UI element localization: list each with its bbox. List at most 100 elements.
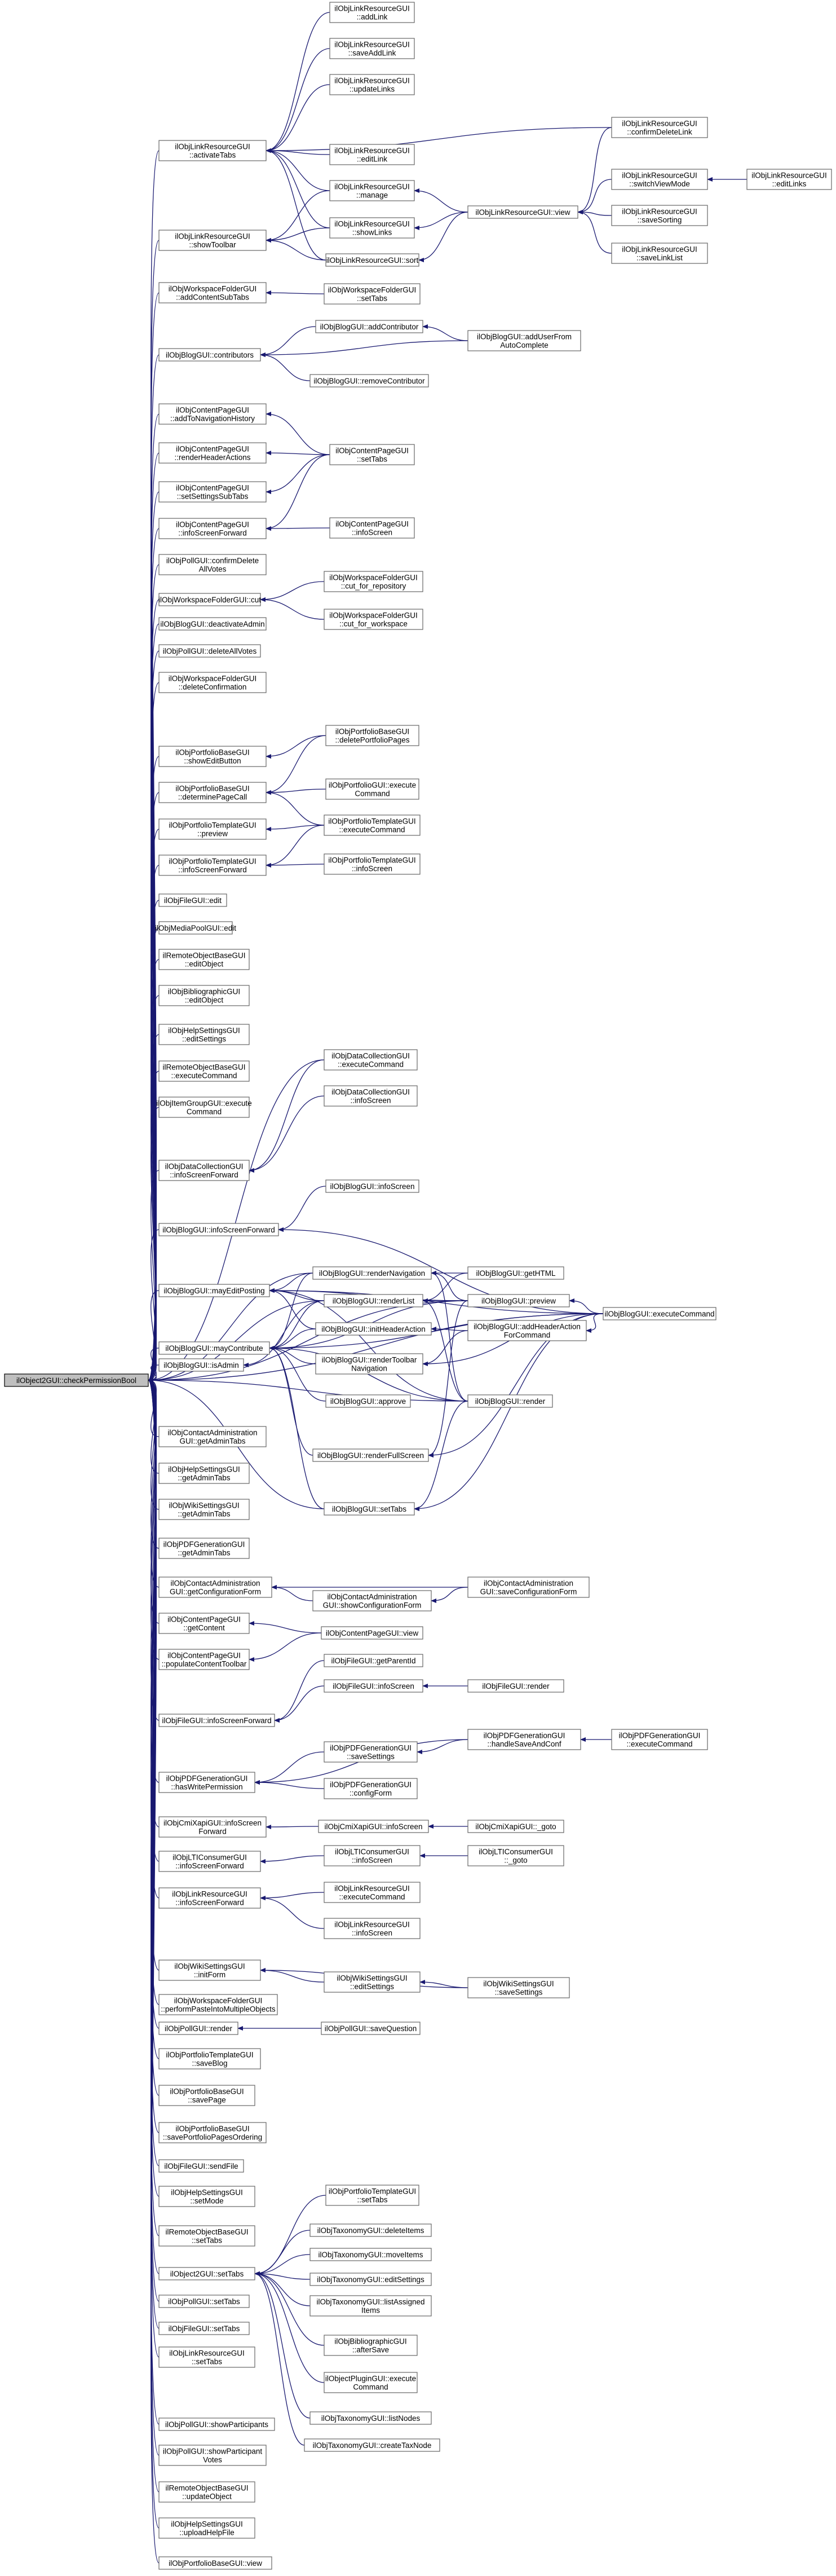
graph-node[interactable]: ilObjLinkResourceGUI::view xyxy=(467,205,578,219)
graph-node[interactable]: ilObjPortfolioBaseGUI::determinePageCall xyxy=(158,782,267,803)
graph-node[interactable]: ilObjBibliographicGUI::afterSave xyxy=(324,2335,418,2356)
graph-node[interactable]: ilObjWorkspaceFolderGUI::addContentSubTa… xyxy=(158,282,267,303)
graph-node[interactable]: ilObjPortfolioTemplateGUI::executeComman… xyxy=(324,814,421,836)
graph-node[interactable]: ilObjLinkResourceGUI::saveLinkList xyxy=(611,243,708,264)
graph-node[interactable]: ilRemoteObjectBaseGUI::editObject xyxy=(158,949,250,970)
graph-node[interactable]: ilObjWikiSettingsGUI::getAdminTabs xyxy=(158,1499,250,1520)
graph-node[interactable]: ilObjPortfolioTemplateGUI::preview xyxy=(158,818,267,840)
graph-node[interactable]: ilObjPDFGenerationGUI::saveSettings xyxy=(324,1741,418,1763)
root-node[interactable]: ilObject2GUI::checkPermissionBool xyxy=(4,1373,149,1387)
graph-node[interactable]: ilObjHelpSettingsGUI::setMode xyxy=(158,2186,255,2207)
graph-node[interactable]: ilObjTaxonomyGUI::moveItems xyxy=(309,2248,432,2261)
graph-node[interactable]: ilObjBlogGUI::renderList xyxy=(324,1294,423,1307)
graph-node[interactable]: ilObjWorkspaceFolderGUI::cut_for_reposit… xyxy=(324,571,423,592)
graph-node[interactable]: ilObjBlogGUI::isAdmin xyxy=(158,1358,244,1372)
graph-node[interactable]: ilObjContentPageGUI::setTabs xyxy=(329,444,415,465)
graph-node[interactable]: ilObjPortfolioTemplateGUI::setTabs xyxy=(325,2185,419,2206)
graph-node[interactable]: ilObjContactAdministrationGUI::showConfi… xyxy=(312,1590,432,1611)
graph-node[interactable]: ilObjBlogGUI::contributors xyxy=(158,348,261,362)
graph-node[interactable]: ilObjContentPageGUI::addToNavigationHist… xyxy=(158,403,267,425)
graph-node[interactable]: ilObjPDFGenerationGUI::configForm xyxy=(324,1778,418,1799)
graph-node[interactable]: ilObjTaxonomyGUI::deleteItems xyxy=(309,2223,432,2237)
graph-node[interactable]: ilObjPortfolioGUI::executeCommand xyxy=(325,778,419,800)
graph-node[interactable]: ilObjWikiSettingsGUI::initForm xyxy=(158,1959,261,1981)
graph-node[interactable]: ilObjLinkResourceGUI::switchViewMode xyxy=(611,169,708,190)
graph-node[interactable]: ilObjLTIConsumerGUI::infoScreenForward xyxy=(158,1851,261,1872)
graph-node[interactable]: ilObjPortfolioTemplateGUI::saveBlog xyxy=(158,2048,261,2069)
graph-node[interactable]: ilObjTaxonomyGUI::listNodes xyxy=(309,2411,432,2425)
graph-node[interactable]: ilObjBlogGUI::renderNavigation xyxy=(312,1266,432,1280)
graph-node[interactable]: ilObjCmiXapiGUI::infoScreenForward xyxy=(158,1816,267,1838)
graph-node[interactable]: ilObjMediaPoolGUI::edit xyxy=(155,921,236,935)
graph-node[interactable]: ilObjContentPageGUI::infoScreen xyxy=(329,517,415,539)
graph-node[interactable]: ilObjFileGUI::getParentId xyxy=(324,1654,423,1667)
graph-node[interactable]: ilObjContentPageGUI::getContent xyxy=(158,1613,250,1634)
graph-node[interactable]: ilObjContentPageGUI::infoScreenForward xyxy=(158,518,267,539)
graph-node[interactable]: ilObjLinkResourceGUI::addLink xyxy=(329,2,415,23)
graph-node[interactable]: ilObjPortfolioBaseGUI::savePage xyxy=(158,2085,255,2106)
graph-node[interactable]: ilObjHelpSettingsGUI::getAdminTabs xyxy=(158,1463,250,1484)
graph-node[interactable]: ilObjFileGUI::edit xyxy=(158,893,227,907)
graph-node[interactable]: ilObjBlogGUI::render xyxy=(467,1394,553,1408)
graph-node[interactable]: ilObjFileGUI::setTabs xyxy=(158,2322,250,2335)
graph-node[interactable]: ilObjLinkResourceGUI::confirmDeleteLink xyxy=(611,117,708,138)
graph-node[interactable]: ilObjBlogGUI::renderFullScreen xyxy=(312,1448,429,1462)
graph-node[interactable]: ilObjWikiSettingsGUI::saveSettings xyxy=(467,1977,570,1998)
graph-node[interactable]: ilObjContentPageGUI::setSettingsSubTabs xyxy=(158,481,267,503)
graph-node[interactable]: ilObjDataCollectionGUI::executeCommand xyxy=(324,1049,418,1071)
graph-node[interactable]: ilObjWorkspaceFolderGUI::cut xyxy=(158,593,261,606)
graph-node[interactable]: ilObjCmiXapiGUI::infoScreen xyxy=(318,1820,429,1833)
graph-node[interactable]: ilObjWorkspaceFolderGUI::deleteConfirmat… xyxy=(158,672,267,693)
graph-node[interactable]: ilObjLTIConsumerGUI::infoScreen xyxy=(324,1845,421,1866)
graph-node[interactable]: ilObjLinkResourceGUI::setTabs xyxy=(158,2346,255,2368)
graph-node[interactable]: ilObjFileGUI::sendFile xyxy=(158,2159,244,2173)
graph-node[interactable]: ilObjLTIConsumerGUI::_goto xyxy=(467,1845,564,1866)
graph-node[interactable]: ilObjBlogGUI::preview xyxy=(467,1294,570,1307)
graph-node[interactable]: ilObjPortfolioBaseGUI::showEditButton xyxy=(158,746,267,767)
graph-node[interactable]: ilObjLinkResourceGUI::infoScreen xyxy=(324,1918,421,1939)
graph-node[interactable]: ilObjBlogGUI::deactivateAdmin xyxy=(158,617,267,631)
graph-node[interactable]: ilObjPDFGenerationGUI::getAdminTabs xyxy=(158,1538,250,1559)
graph-node[interactable]: ilObjLinkResourceGUI::showToolbar xyxy=(158,230,267,251)
graph-node[interactable]: ilObjBlogGUI::infoScreen xyxy=(325,1179,419,1193)
graph-node[interactable]: ilObjBlogGUI::approve xyxy=(325,1394,411,1408)
graph-node[interactable]: ilObjTaxonomyGUI::editSettings xyxy=(309,2273,432,2286)
graph-node[interactable]: ilObjPortfolioTemplateGUI::infoScreenFor… xyxy=(158,855,267,876)
graph-node[interactable]: ilObjFileGUI::render xyxy=(467,1679,564,1693)
graph-node[interactable]: ilObjectPluginGUI::executeCommand xyxy=(324,2372,418,2393)
graph-node[interactable]: ilRemoteObjectBaseGUI::executeCommand xyxy=(158,1060,250,1082)
graph-node[interactable]: ilObjPDFGenerationGUI::handleSaveAndConf xyxy=(467,1729,581,1750)
graph-node[interactable]: ilObjContactAdministrationGUI::getConfig… xyxy=(158,1577,272,1598)
graph-node[interactable]: ilObjLinkResourceGUI::sort xyxy=(325,253,419,267)
graph-node[interactable]: ilObjPollGUI::saveQuestion xyxy=(321,2022,421,2035)
graph-node[interactable]: ilObjWikiSettingsGUI::editSettings xyxy=(324,1971,421,1993)
graph-node[interactable]: ilObjWorkspaceFolderGUI::performPasteInt… xyxy=(158,1994,278,2015)
graph-node[interactable]: ilObjPollGUI::render xyxy=(158,2022,238,2035)
graph-node[interactable]: ilObjBlogGUI::initHeaderAction xyxy=(315,1322,432,1336)
graph-node[interactable]: ilObjPollGUI::setTabs xyxy=(158,2295,250,2308)
graph-node[interactable]: ilObjHelpSettingsGUI::editSettings xyxy=(158,1024,250,1045)
graph-node[interactable]: ilObjLinkResourceGUI::manage xyxy=(329,180,415,201)
graph-node[interactable]: ilObjLinkResourceGUI::updateLinks xyxy=(329,74,415,95)
graph-node[interactable]: ilObjTaxonomyGUI::createTaxNode xyxy=(304,2438,440,2452)
graph-node[interactable]: ilObjLinkResourceGUI::editLinks xyxy=(746,169,832,190)
graph-node[interactable]: ilObjDataCollectionGUI::infoScreen xyxy=(324,1085,418,1107)
graph-node[interactable]: ilObjPollGUI::deleteAllVotes xyxy=(158,644,261,658)
graph-node[interactable]: ilObjContentPageGUI::populateContentTool… xyxy=(158,1649,250,1670)
graph-node[interactable]: ilObjContactAdministrationGUI::getAdminT… xyxy=(158,1426,267,1447)
graph-node[interactable]: ilObjFileGUI::infoScreenForward xyxy=(158,1714,275,1727)
graph-node[interactable]: ilObjItemGroupGUI::executeCommand xyxy=(156,1097,252,1118)
graph-node[interactable]: ilObjLinkResourceGUI::showLinks xyxy=(329,217,415,239)
graph-node[interactable]: ilObjBlogGUI::infoScreenForward xyxy=(158,1223,279,1236)
graph-node[interactable]: ilObjCmiXapiGUI::_goto xyxy=(467,1820,564,1833)
graph-node[interactable]: ilObjLinkResourceGUI::saveSorting xyxy=(611,205,708,226)
graph-node[interactable]: ilObjContactAdministrationGUI::saveConfi… xyxy=(467,1577,590,1598)
graph-node[interactable]: ilObjPortfolioBaseGUI::view xyxy=(158,2556,272,2570)
graph-node[interactable]: ilObjDataCollectionGUI::infoScreenForwar… xyxy=(158,1160,250,1181)
graph-node[interactable]: ilObjBlogGUI::mayEditPosting xyxy=(158,1284,270,1297)
